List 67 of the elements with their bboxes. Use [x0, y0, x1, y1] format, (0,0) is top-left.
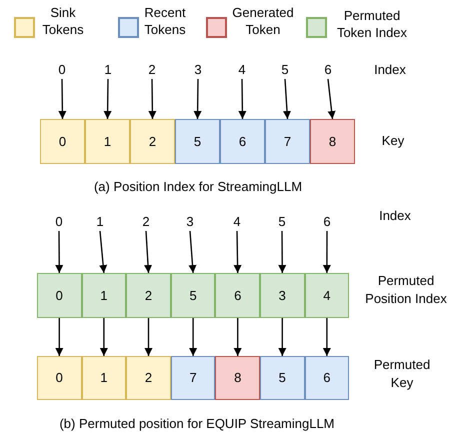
token-cell: 8 — [215, 356, 260, 400]
arrow — [144, 230, 152, 274]
row-label: Key — [380, 132, 406, 150]
arrow — [278, 318, 286, 356]
token-cell: 0 — [37, 273, 82, 318]
arrow — [144, 318, 152, 356]
arrow — [322, 231, 331, 273]
arrow — [194, 79, 202, 119]
arrow — [238, 79, 246, 119]
token-cell: 7 — [265, 119, 310, 164]
arrow — [234, 318, 242, 356]
index-number: 6 — [320, 61, 336, 79]
arrow — [234, 230, 242, 274]
arrow — [55, 231, 64, 273]
index-number: 1 — [100, 61, 116, 79]
arrow — [58, 79, 66, 119]
row-label: Index — [373, 61, 407, 79]
token-cell: 1 — [85, 119, 130, 164]
token-cell: 5 — [260, 356, 305, 400]
token-cell: 2 — [126, 273, 171, 318]
index-number: 0 — [51, 213, 67, 231]
token-cell: 3 — [260, 273, 305, 318]
token-cell: 6 — [215, 273, 260, 318]
arrow — [327, 78, 336, 120]
arrow — [322, 318, 331, 356]
token-cell: 4 — [304, 273, 350, 318]
index-number: 2 — [138, 213, 154, 231]
arrow — [100, 318, 108, 356]
index-number: 4 — [234, 61, 250, 79]
token-cell: 8 — [310, 119, 355, 164]
index-number: 3 — [182, 213, 198, 231]
row-label: Permuted Position Index — [364, 272, 448, 308]
legend-label: Sink Tokens — [41, 4, 85, 38]
token-cell: 2 — [130, 119, 175, 164]
row-label: Permuted Key — [372, 356, 432, 392]
arrow — [148, 79, 156, 119]
legend-label: Recent Tokens — [143, 4, 187, 38]
token-cell: 7 — [170, 356, 216, 400]
arrow — [188, 230, 196, 274]
index-number: 0 — [54, 61, 70, 79]
token-cell: 5 — [170, 273, 216, 318]
token-cell: 2 — [126, 356, 171, 400]
caption: (a) Position Index for StreamingLLM — [92, 178, 304, 196]
arrow — [283, 78, 291, 120]
token-cell: 0 — [40, 119, 85, 164]
index-number: 4 — [229, 213, 245, 231]
token-cell: 6 — [220, 119, 265, 164]
arrow — [278, 231, 286, 273]
token-cell: 5 — [175, 119, 220, 164]
token-cell: 0 — [37, 356, 82, 400]
token-cell: 6 — [304, 356, 350, 400]
arrow — [189, 318, 198, 356]
arrow — [104, 79, 112, 119]
index-number: 1 — [92, 213, 108, 231]
index-number: 5 — [277, 61, 293, 79]
arrow — [55, 318, 64, 356]
index-number: 5 — [274, 213, 290, 231]
token-cell: 1 — [82, 273, 126, 318]
arrow — [99, 230, 108, 274]
index-number: 2 — [144, 61, 160, 79]
index-number: 3 — [190, 61, 206, 79]
row-label: Index — [378, 207, 412, 225]
legend-label: Permuted Token Index — [336, 7, 408, 41]
caption: (b) Permuted position for EQUIP StreamingLLM — [58, 415, 336, 433]
token-cell: 1 — [82, 356, 126, 400]
index-number: 6 — [319, 213, 335, 231]
legend-label: Generated Token — [231, 4, 295, 38]
